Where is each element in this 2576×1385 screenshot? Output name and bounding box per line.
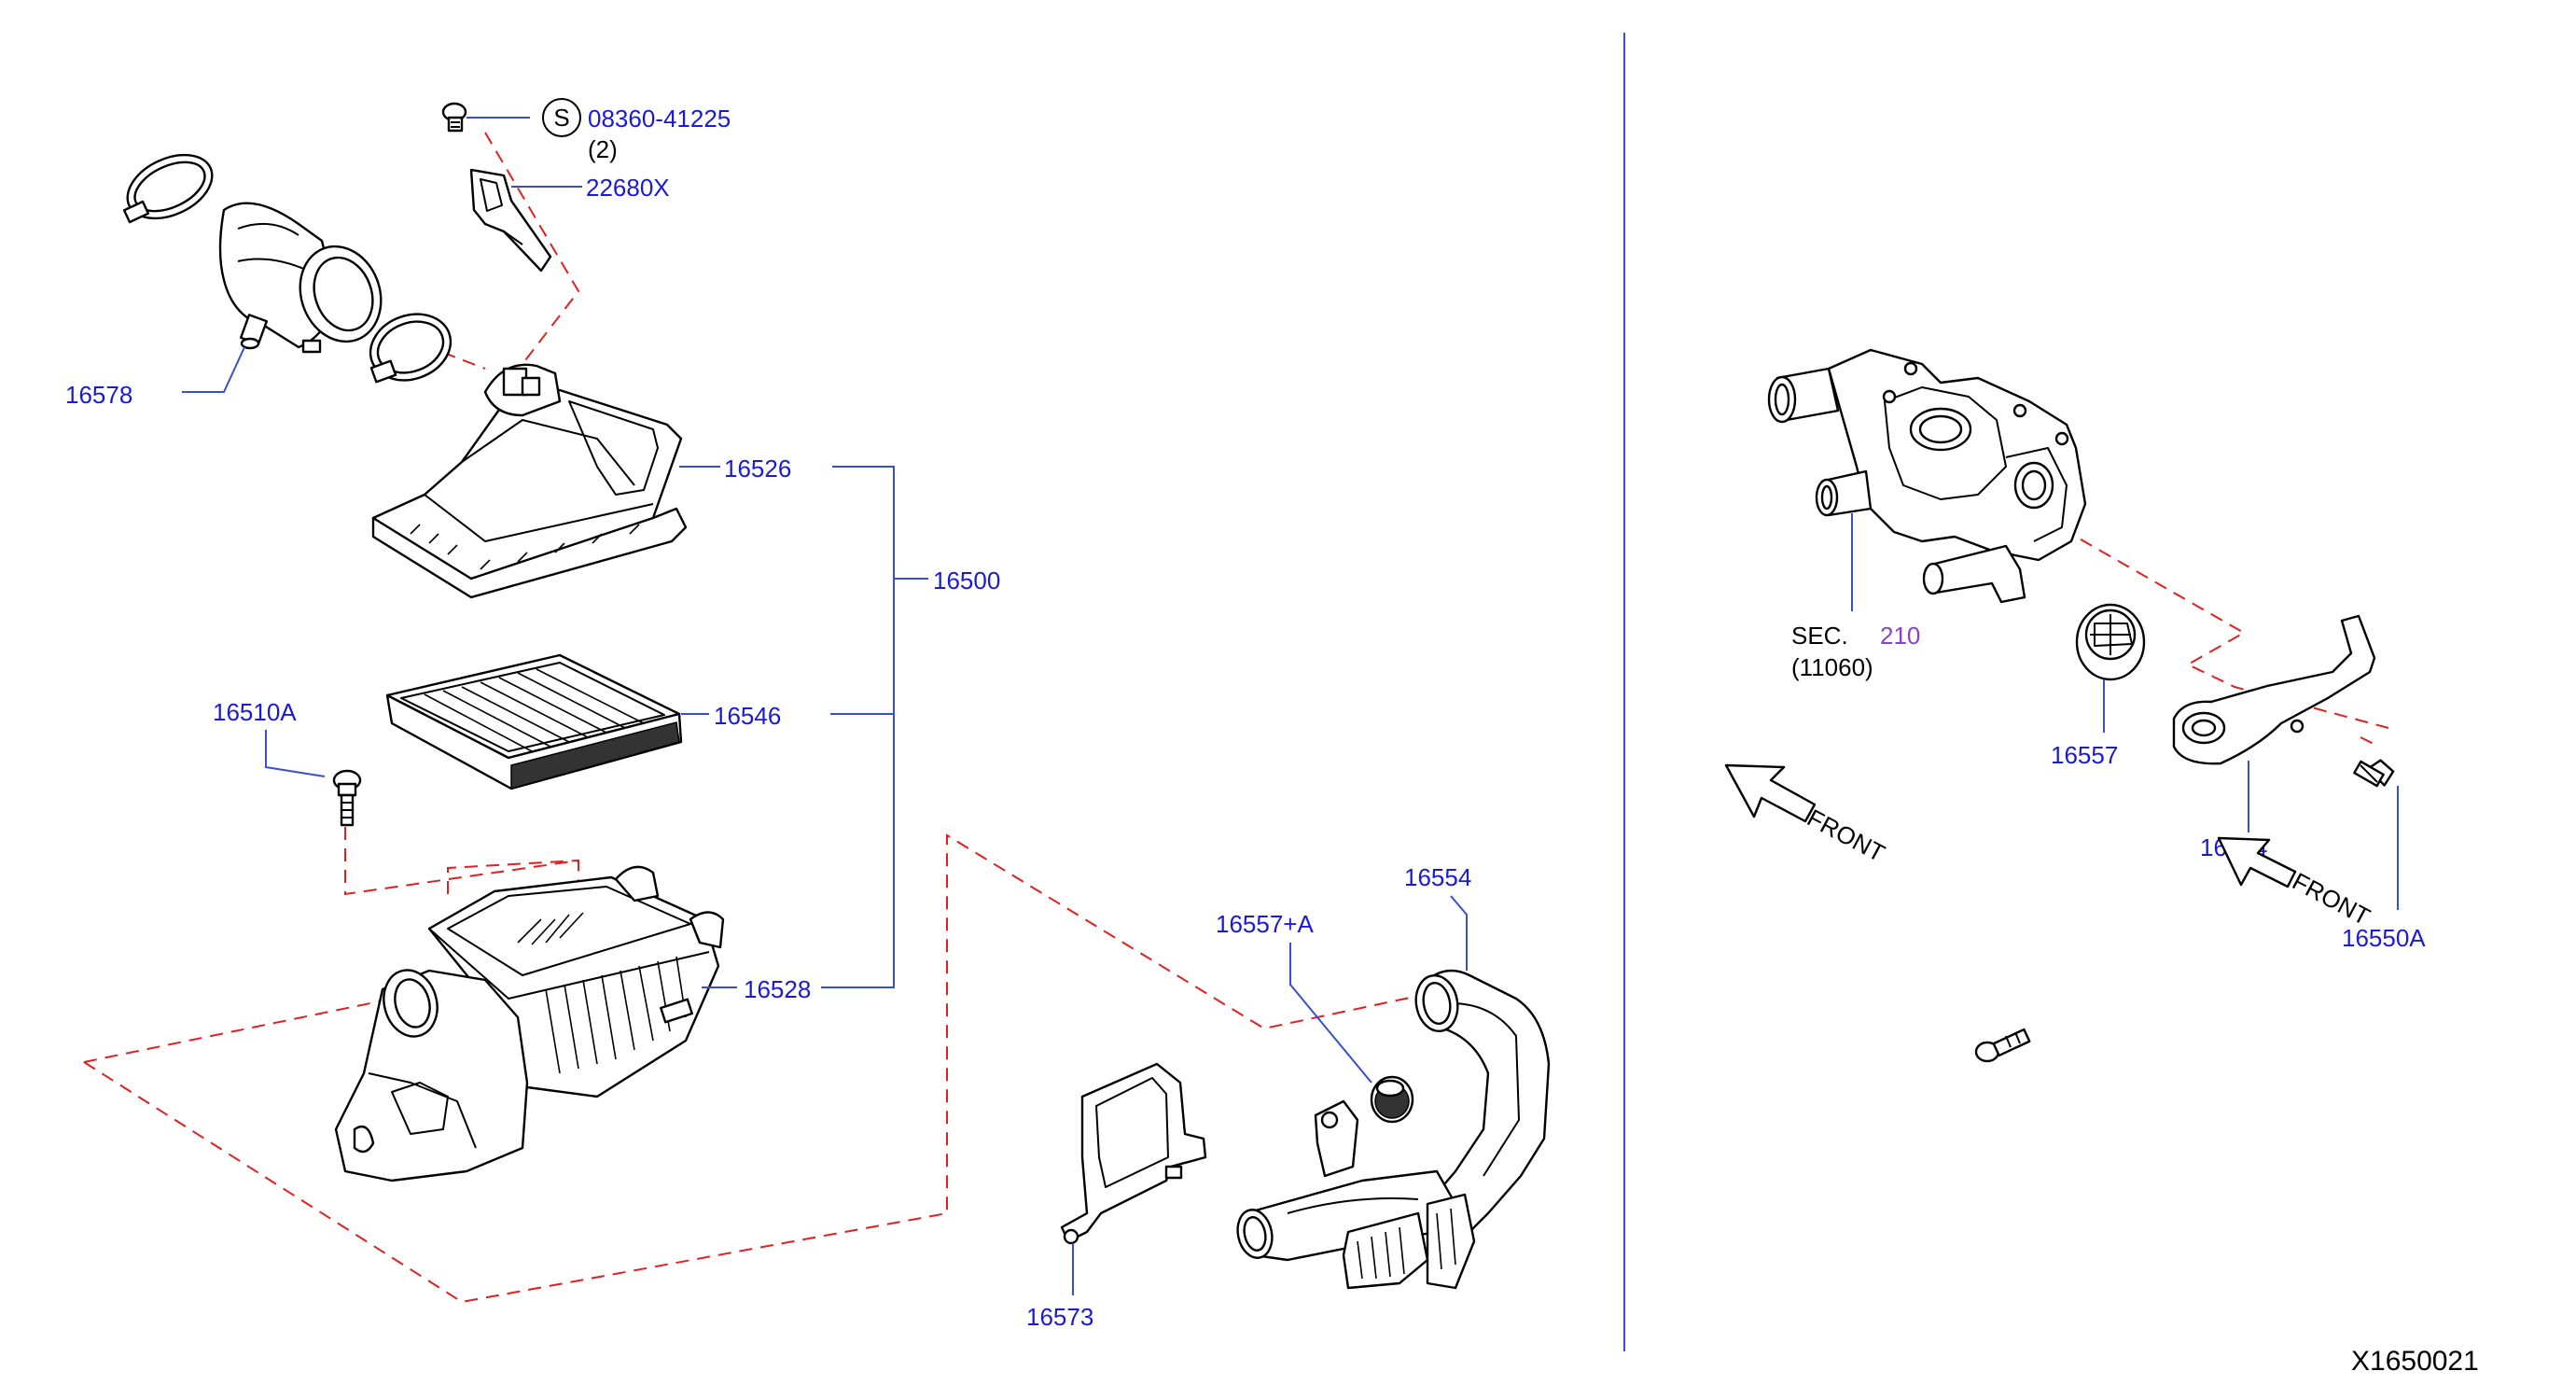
air-cleaner-cover-icon[interactable] — [371, 363, 688, 599]
svg-text:S: S — [553, 104, 569, 132]
diagram-id: X1650021 — [2351, 1346, 2479, 1377]
front-arrow-icon: FRONT — [1724, 763, 1889, 868]
svg-text:FRONT: FRONT — [2288, 867, 2374, 931]
section-label-ref: (11060) — [1791, 653, 1873, 681]
section-label-number[interactable]: 210 — [1880, 622, 1920, 650]
bolt-right-icon[interactable] — [2353, 758, 2396, 789]
part-label-22680X[interactable]: 22680X — [586, 174, 670, 202]
part-label-16500[interactable]: 16500 — [933, 567, 1000, 595]
section-label-prefix: SEC. — [1791, 622, 1848, 650]
assembly-bracket — [821, 466, 895, 988]
grommet-a-icon[interactable] — [1370, 1075, 1414, 1124]
hose-clamp-icon[interactable] — [361, 303, 460, 391]
part-label-16573[interactable]: 16573 — [1026, 1303, 1093, 1331]
part-label-16578[interactable]: 16578 — [65, 381, 132, 409]
part-label-16546[interactable]: 16546 — [714, 702, 781, 730]
part-label-16526[interactable]: 16526 — [724, 455, 791, 483]
bracket-icon[interactable] — [1060, 1062, 1207, 1245]
air-cleaner-case-icon[interactable] — [334, 865, 725, 1182]
part-qty-label: (2) — [588, 135, 618, 163]
air-filter-element-icon[interactable] — [385, 653, 683, 790]
grommet-icon[interactable] — [2075, 603, 2146, 681]
part-label-16557A[interactable]: 16557+A — [1216, 910, 1314, 938]
outlet-duct-icon[interactable] — [118, 143, 394, 354]
part-label-16554[interactable]: 16554 — [1404, 863, 1471, 891]
svg-text:FRONT: FRONT — [1803, 804, 1889, 868]
airflow-sensor-icon[interactable] — [469, 168, 552, 273]
part-label-16557[interactable]: 16557 — [2051, 741, 2118, 769]
part-label-16528[interactable]: 16528 — [744, 975, 811, 1003]
inlet-duct-icon[interactable] — [1233, 969, 1551, 1290]
bolt-icon[interactable] — [441, 102, 467, 133]
part-label-16510A[interactable]: 16510A — [213, 698, 297, 726]
bolt-loose-icon[interactable] — [1974, 1028, 2031, 1063]
mount-bracket-icon[interactable] — [2172, 614, 2376, 765]
part-label-08360-41225[interactable]: 08360-41225 — [588, 105, 731, 133]
water-outlet-icon[interactable] — [1767, 348, 2087, 604]
front-arrow-right-icon: FRONT — [2217, 836, 2374, 931]
standard-part-mark: S — [542, 98, 581, 137]
bolt-lower-icon[interactable] — [332, 769, 362, 827]
part-label-16550A[interactable]: 16550A — [2342, 924, 2426, 952]
